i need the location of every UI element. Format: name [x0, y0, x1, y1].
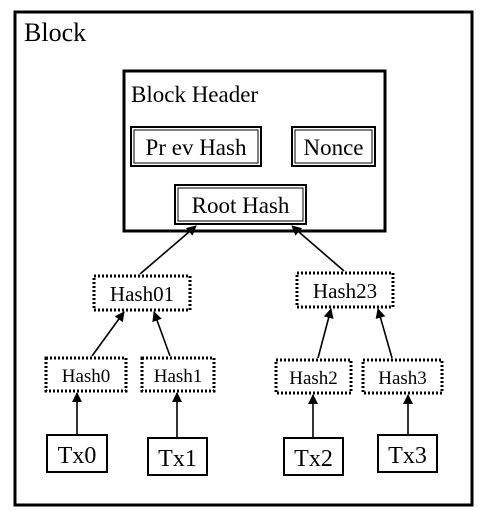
hash0-label: Hash0: [62, 366, 111, 387]
hash2-label: Hash2: [289, 368, 338, 389]
hash3-label: Hash3: [378, 368, 427, 389]
block-label: Block: [24, 18, 86, 47]
arrow-hash01-to-root-hash: [139, 225, 197, 275]
tx1-label: Tx1: [158, 446, 197, 472]
arrow-hash23-to-root-hash: [291, 225, 345, 272]
hash0-node: Hash0: [44, 356, 128, 393]
hash23-label: Hash23: [313, 279, 377, 303]
hash1-label: Hash1: [154, 366, 203, 387]
block-header: Block Header: [122, 69, 387, 233]
tx2-node: Tx2: [283, 437, 344, 476]
arrow-hash2-to-hash23: [317, 308, 334, 359]
hash2-node: Hash2: [274, 358, 353, 395]
hash1-node: Hash1: [140, 356, 216, 393]
root-hash-box: Root Hash: [174, 184, 307, 225]
nonce-box: Nonce: [291, 126, 376, 167]
block-container: Block: [13, 10, 474, 507]
arrows: [72, 225, 413, 437]
block-header-label: Block Header: [131, 82, 258, 107]
root-hash-label: Root Hash: [192, 193, 290, 218]
hash01-node: Hash01: [92, 274, 192, 312]
arrow-hash1-to-hash01: [152, 311, 171, 357]
tx1-node: Tx1: [147, 437, 208, 476]
nonce-label: Nonce: [303, 135, 363, 160]
tx2-label: Tx2: [294, 446, 333, 472]
hash23-node: Hash23: [295, 271, 395, 309]
arrow-hash0-to-hash01: [91, 311, 125, 357]
hash01-label: Hash01: [110, 282, 174, 306]
arrow-hash3-to-hash23: [375, 308, 393, 359]
tx3-label: Tx3: [388, 443, 427, 469]
tx0-label: Tx0: [58, 443, 97, 469]
tx0-node: Tx0: [46, 434, 108, 473]
prev-hash-label: Pr ev Hash: [146, 135, 247, 160]
hash3-node: Hash3: [361, 358, 444, 395]
prev-hash-box: Pr ev Hash: [130, 126, 262, 167]
tx3-node: Tx3: [377, 434, 438, 473]
